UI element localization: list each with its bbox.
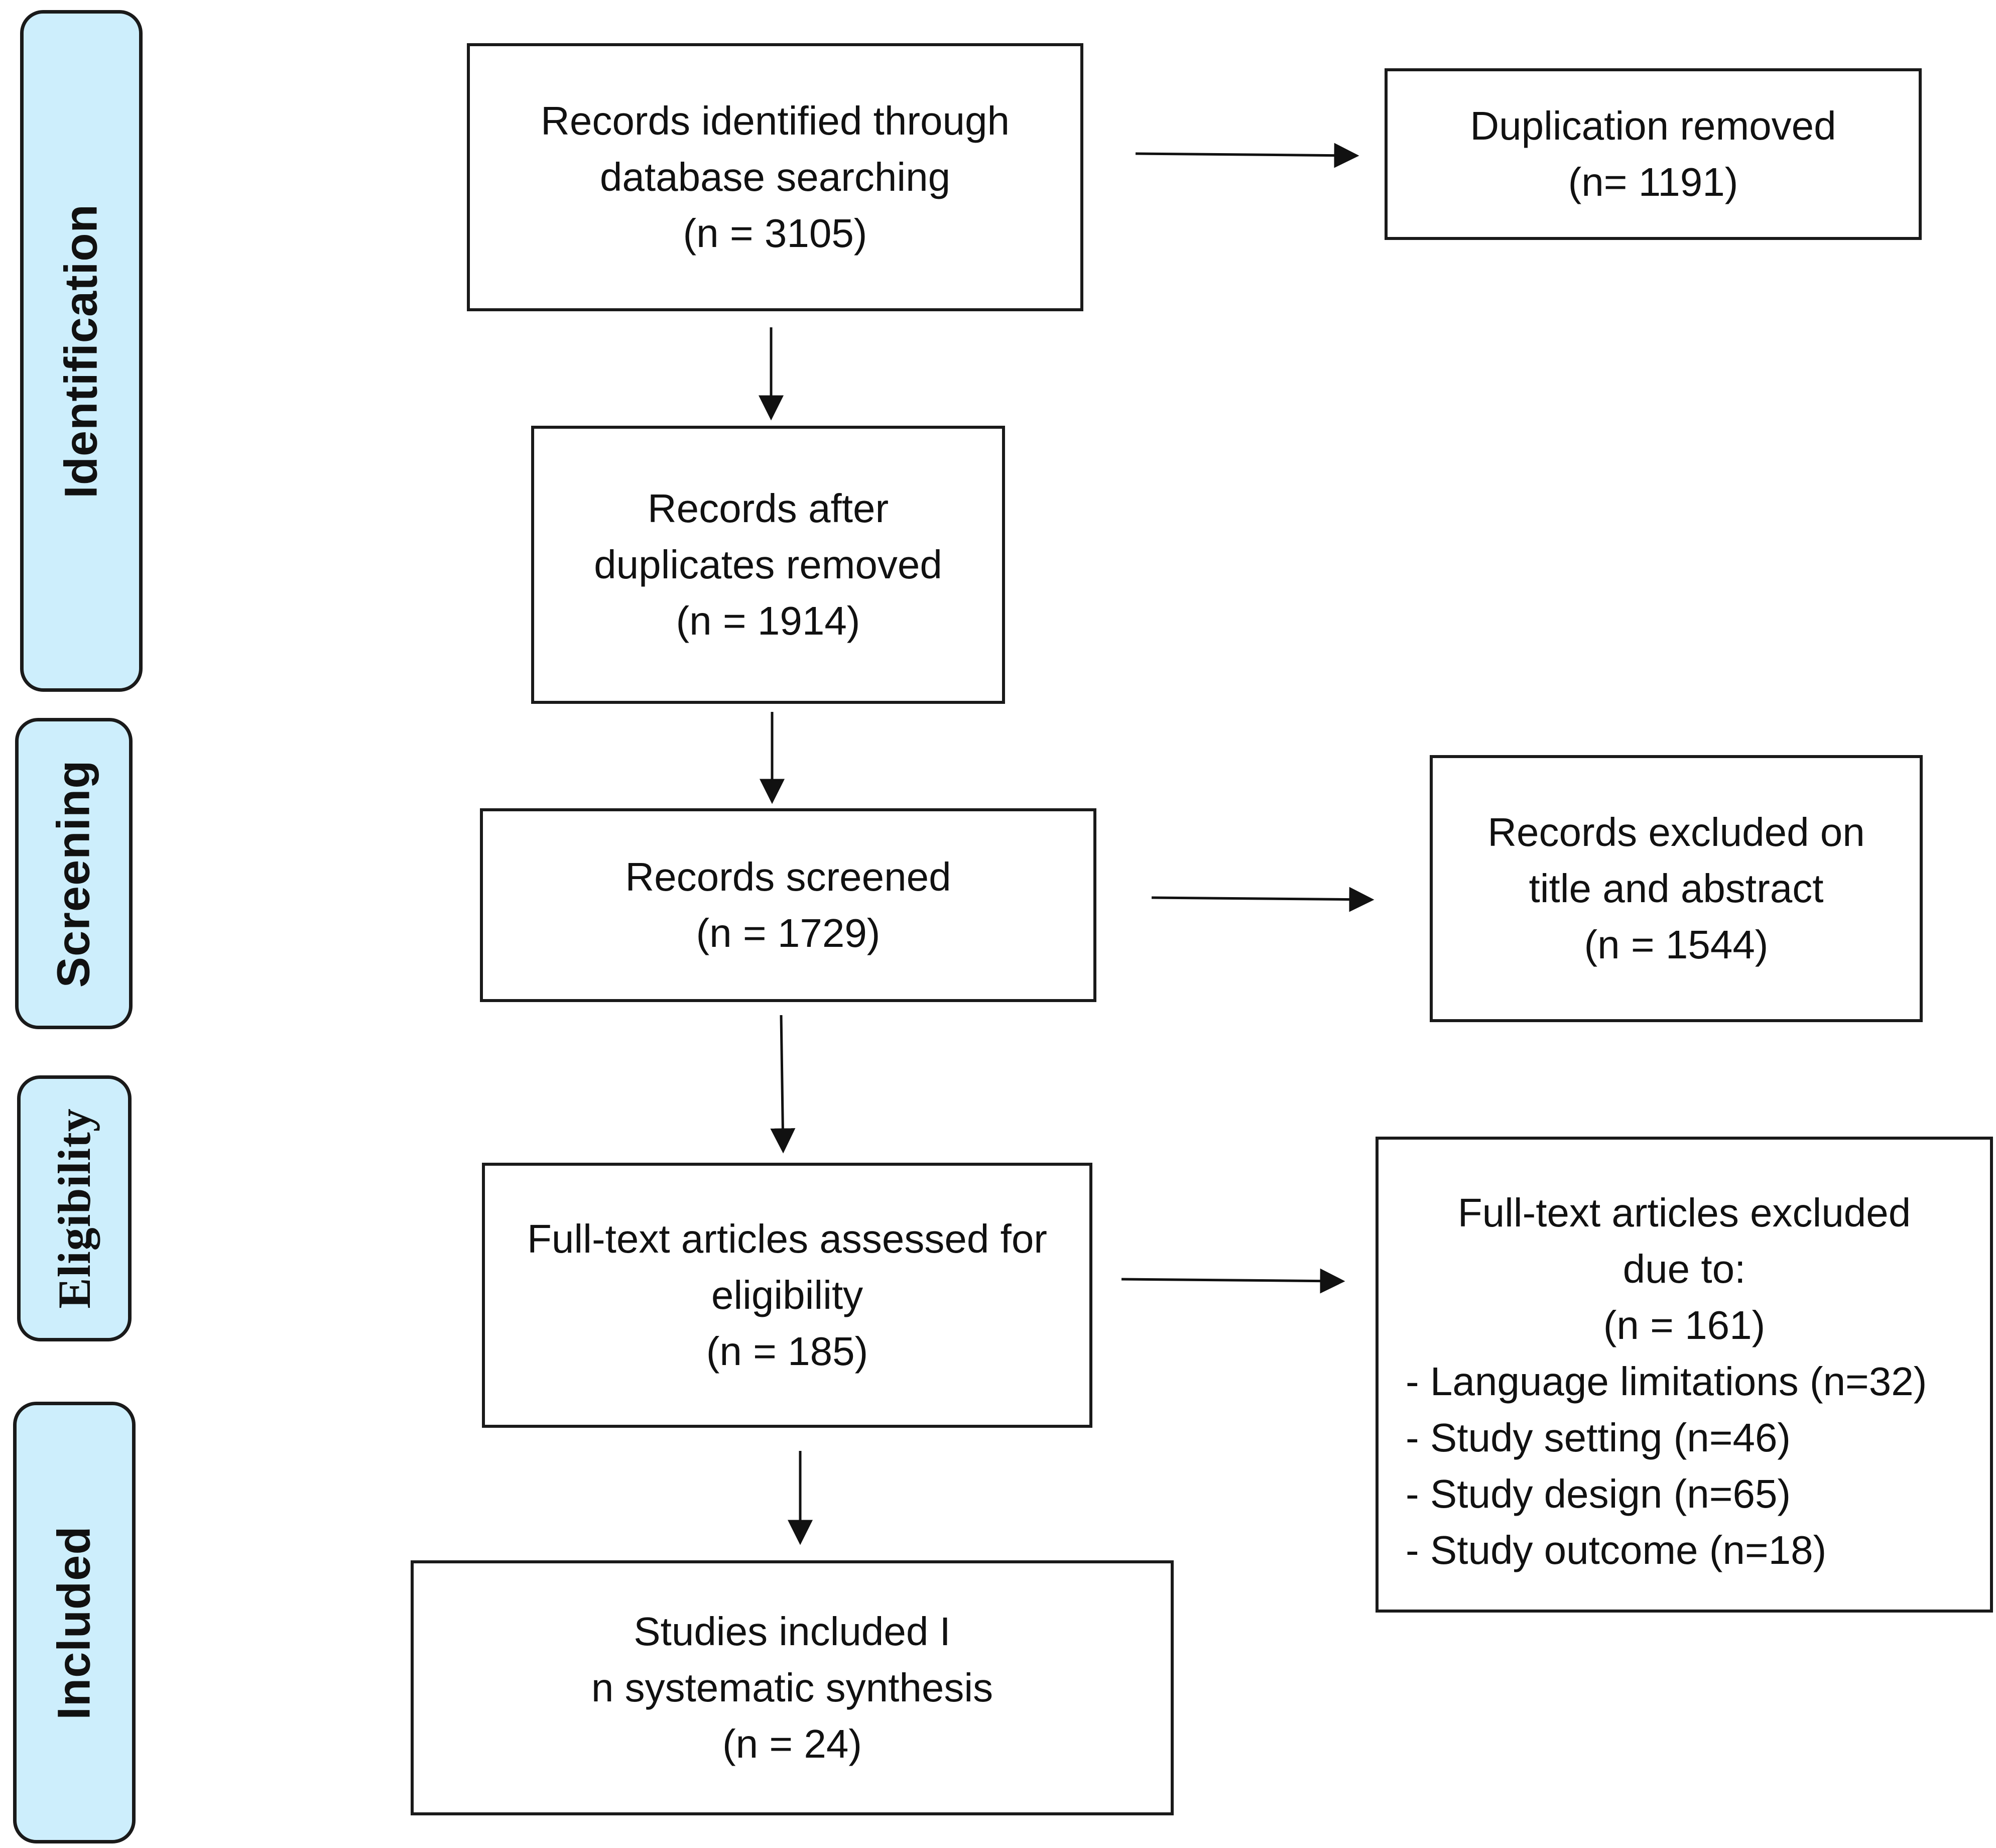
box-records-after-duplicates-count: (n = 1914): [676, 598, 860, 643]
box-fulltext-assessed-line2: eligibility: [711, 1273, 863, 1317]
box-duplication-removed-line1: Duplication removed: [1470, 103, 1836, 148]
exclusion-reasons-list: - Language limitations (n=32) - Study se…: [1379, 1353, 1927, 1578]
box-duplication-removed: Duplication removed (n= 1191): [1385, 68, 1922, 240]
stage-eligibility: Eligibility: [17, 1075, 132, 1341]
box-duplication-removed-count: (n= 1191): [1568, 160, 1738, 204]
box-studies-included-line2: n systematic synthesis: [591, 1665, 993, 1710]
box-fulltext-excluded: Full-text articles excluded due to: (n =…: [1376, 1137, 1993, 1613]
stage-included: Included: [13, 1402, 136, 1843]
box-fulltext-assessed-count: (n = 185): [706, 1329, 868, 1374]
box-records-excluded-title-count: (n = 1544): [1584, 922, 1769, 967]
box-fulltext-assessed-line1: Full-text articles assessed for: [527, 1216, 1047, 1261]
arrow-to-fulltext-excluded: [1121, 1268, 1345, 1294]
box-records-identified-count: (n = 3105): [683, 211, 867, 256]
exclusion-reason-item: - Study design (n=65): [1406, 1471, 1791, 1516]
box-fulltext-excluded-count: (n = 161): [1603, 1303, 1766, 1347]
box-records-screened-count: (n = 1729): [696, 911, 881, 955]
box-records-screened-line1: Records screened: [625, 854, 951, 899]
box-studies-included-line1: Studies included I: [634, 1609, 951, 1654]
box-records-excluded-title: Records excluded on title and abstract (…: [1430, 755, 1923, 1022]
box-records-identified: Records identified through database sear…: [467, 43, 1083, 311]
box-records-after-duplicates: Records after duplicates removed (n = 19…: [531, 426, 1005, 704]
stage-screening-label: Screening: [48, 760, 99, 988]
box-records-identified-line2: database searching: [599, 155, 951, 199]
stage-identification-label: Identification: [55, 203, 107, 499]
box-records-excluded-title-line1: Records excluded on: [1487, 810, 1865, 854]
exclusion-reason-item: - Language limitations (n=32): [1406, 1359, 1927, 1404]
exclusion-reason-item: - Study setting (n=46): [1406, 1415, 1791, 1460]
box-studies-included-count: (n = 24): [722, 1721, 862, 1766]
stage-included-label: Included: [48, 1525, 100, 1720]
box-fulltext-assessed: Full-text articles assessed for eligibil…: [482, 1163, 1092, 1428]
box-records-after-duplicates-line1: Records after: [647, 486, 889, 531]
stage-screening: Screening: [15, 718, 133, 1029]
stage-eligibility-label: Eligibility: [49, 1108, 100, 1309]
box-records-screened: Records screened (n = 1729): [480, 808, 1096, 1002]
box-fulltext-excluded-line1: Full-text articles excluded: [1457, 1190, 1911, 1235]
box-records-after-duplicates-line2: duplicates removed: [594, 542, 942, 587]
arrow-to-fulltext-assessed: [770, 1015, 796, 1154]
exclusion-reason-item: - Study outcome (n=18): [1406, 1528, 1827, 1572]
arrow-to-duplication-removed: [1135, 143, 1359, 168]
box-studies-included: Studies included I n systematic synthesi…: [411, 1560, 1174, 1815]
box-records-identified-line1: Records identified through: [541, 98, 1010, 143]
box-records-excluded-title-line2: title and abstract: [1529, 866, 1824, 911]
box-fulltext-excluded-line2: due to:: [1623, 1247, 1746, 1291]
arrow-to-records-excluded-title: [1151, 887, 1375, 912]
stage-identification: Identification: [20, 10, 143, 692]
